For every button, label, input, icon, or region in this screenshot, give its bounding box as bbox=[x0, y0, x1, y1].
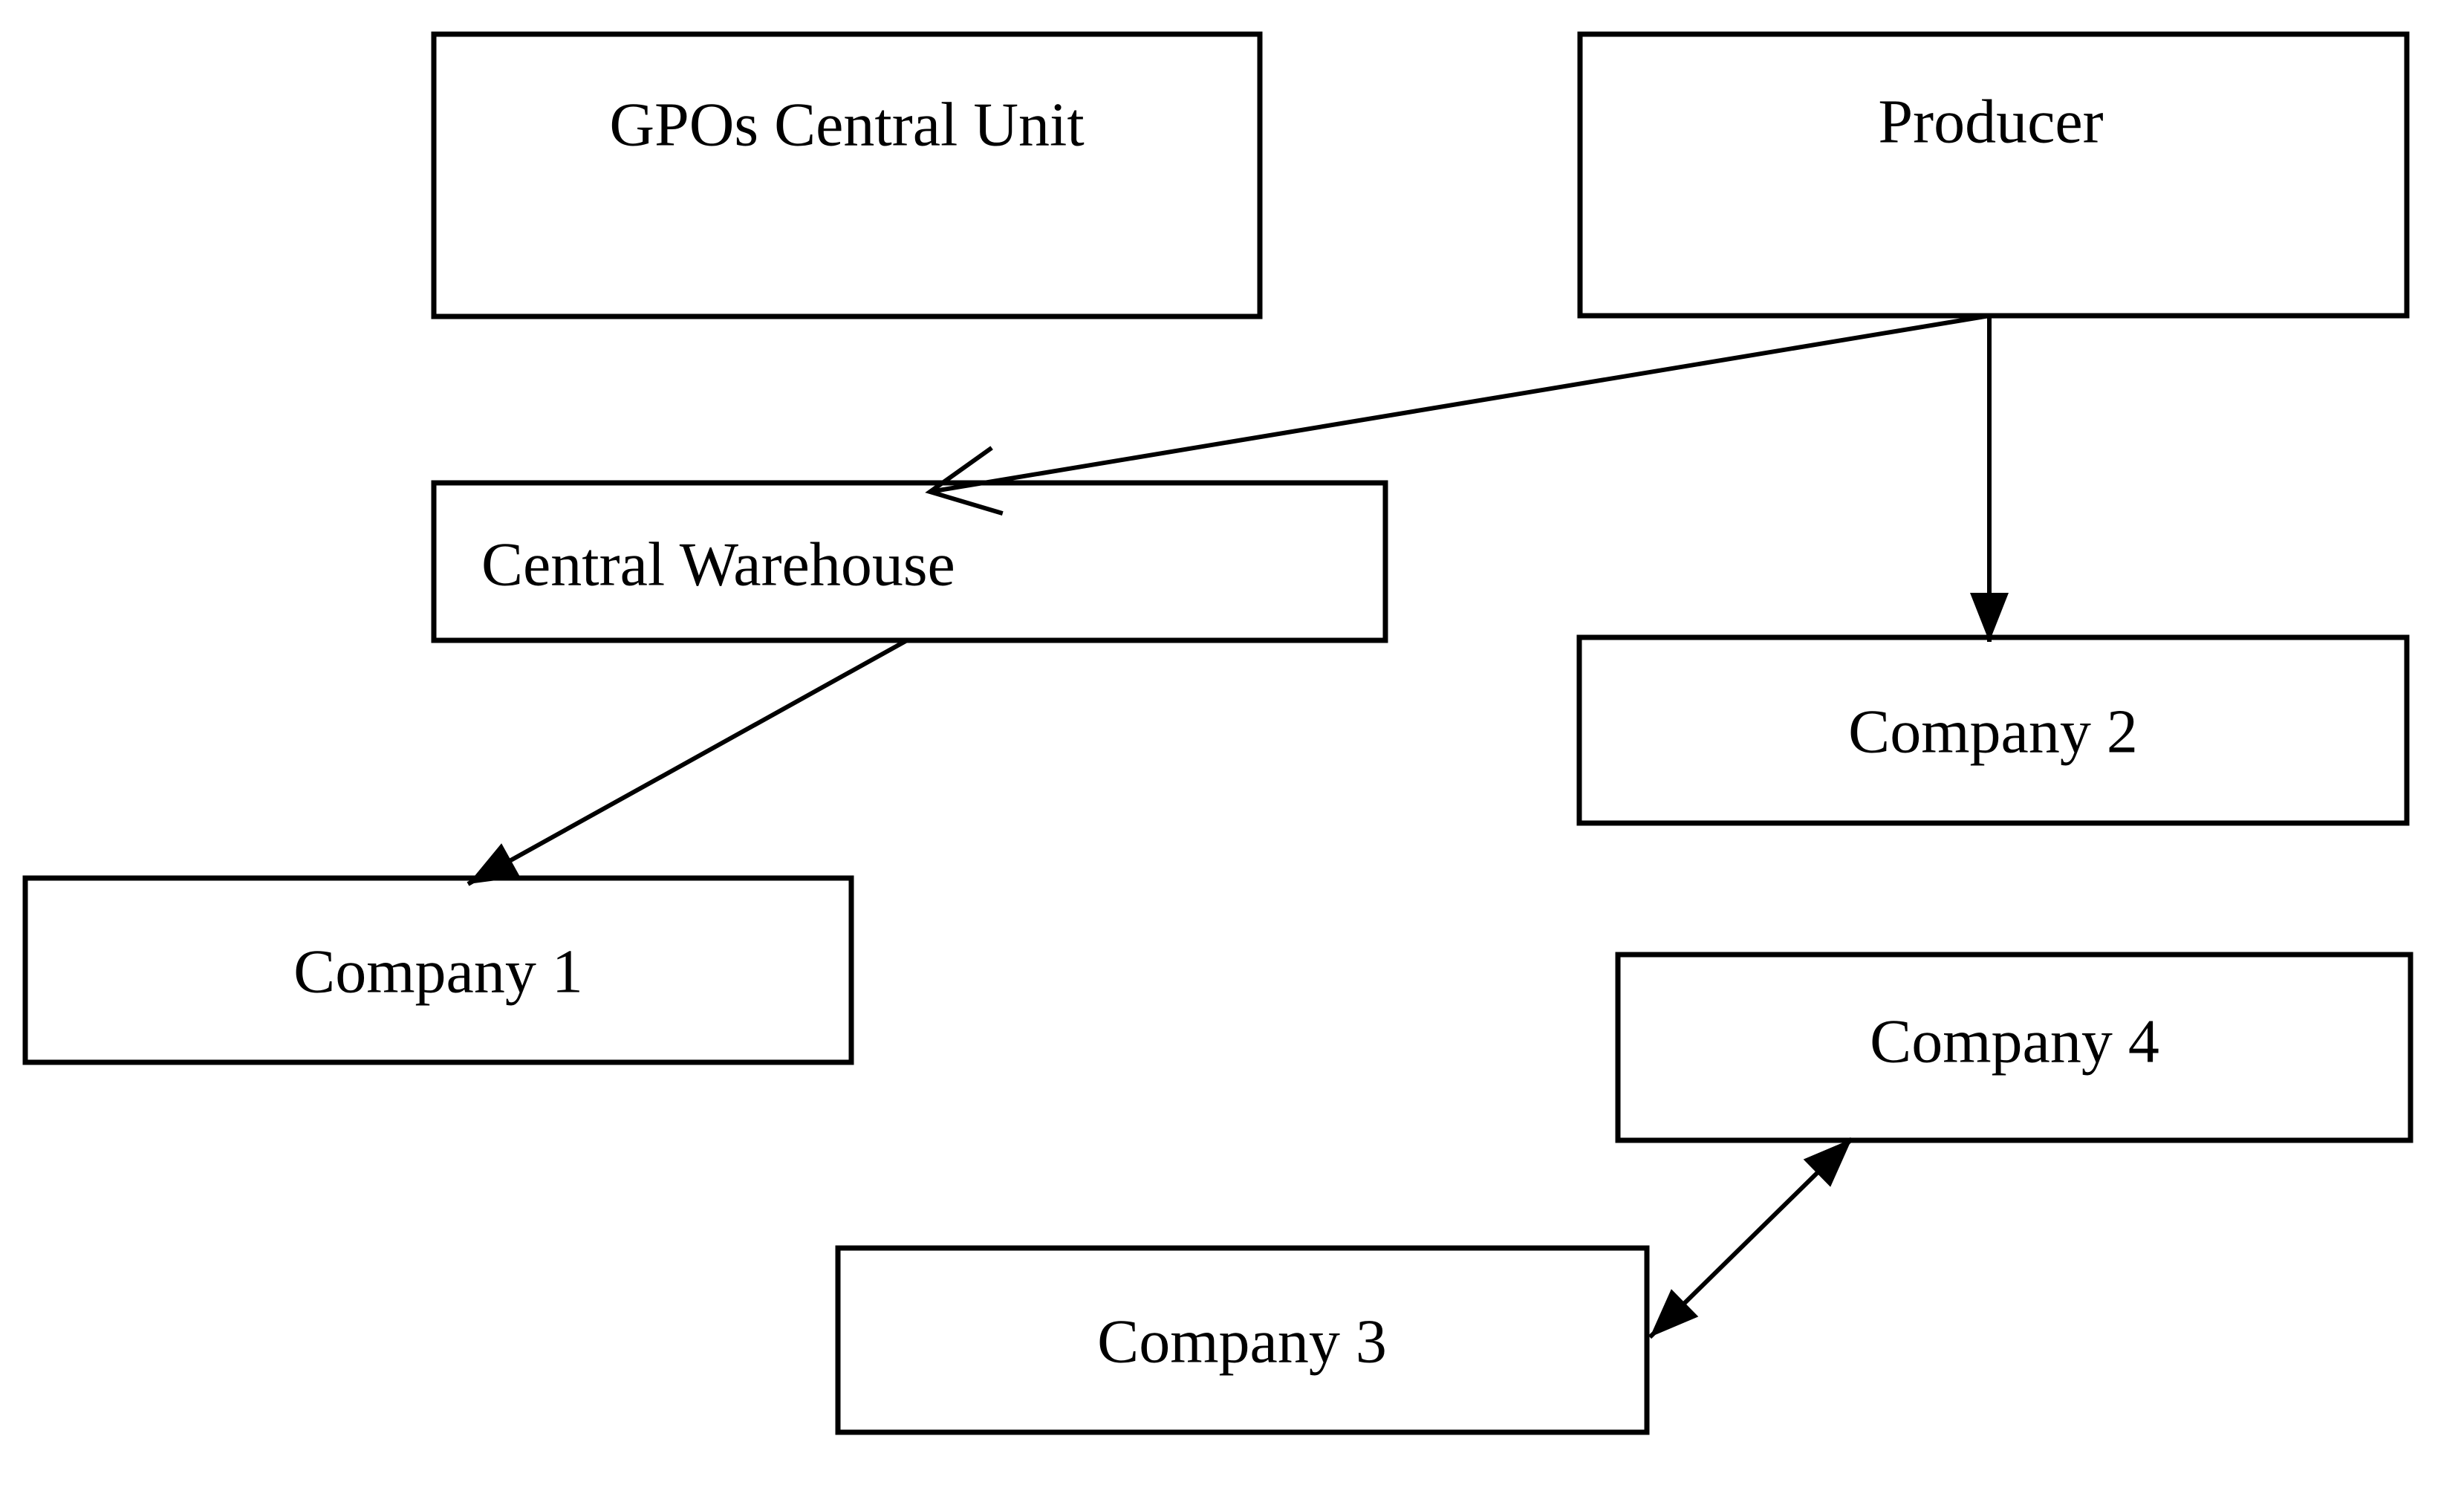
company-2-label: Company 2 bbox=[1848, 698, 2138, 767]
company-3-label: Company 3 bbox=[1097, 1307, 1387, 1377]
gpos-central-unit-box bbox=[431, 31, 1263, 319]
company-4-company-3-two-way-start-solid-arrowhead-icon bbox=[1803, 1139, 1852, 1187]
arrow-central-warehouse-to-company-1 bbox=[467, 638, 908, 886]
producer-label: Producer bbox=[1878, 88, 2103, 157]
company-4-box bbox=[1615, 952, 2413, 1143]
company-4-company-3-two-way-end-solid-arrowhead-icon bbox=[1650, 1289, 1699, 1337]
central-warehouse-box bbox=[431, 480, 1388, 643]
arrow-producer-to-central-warehouse bbox=[929, 313, 1990, 494]
producer-to-central-warehouse-end-open-arrowhead-icon bbox=[925, 446, 1004, 516]
central-warehouse-label: Central Warehouse bbox=[481, 530, 955, 599]
company-2-box bbox=[1576, 634, 2410, 826]
company-3-box bbox=[835, 1245, 1650, 1435]
gpos-central-unit-label: GPOs Central Unit bbox=[609, 91, 1084, 160]
producer-to-company-2-end-solid-arrowhead-icon bbox=[1970, 593, 2009, 642]
company-1-label: Company 1 bbox=[293, 938, 583, 1007]
producer-box bbox=[1577, 31, 2410, 319]
company-4-label: Company 4 bbox=[1870, 1007, 2159, 1076]
company-1-box bbox=[22, 875, 854, 1065]
central-warehouse-to-company-1-end-solid-arrowhead-icon bbox=[468, 843, 521, 884]
